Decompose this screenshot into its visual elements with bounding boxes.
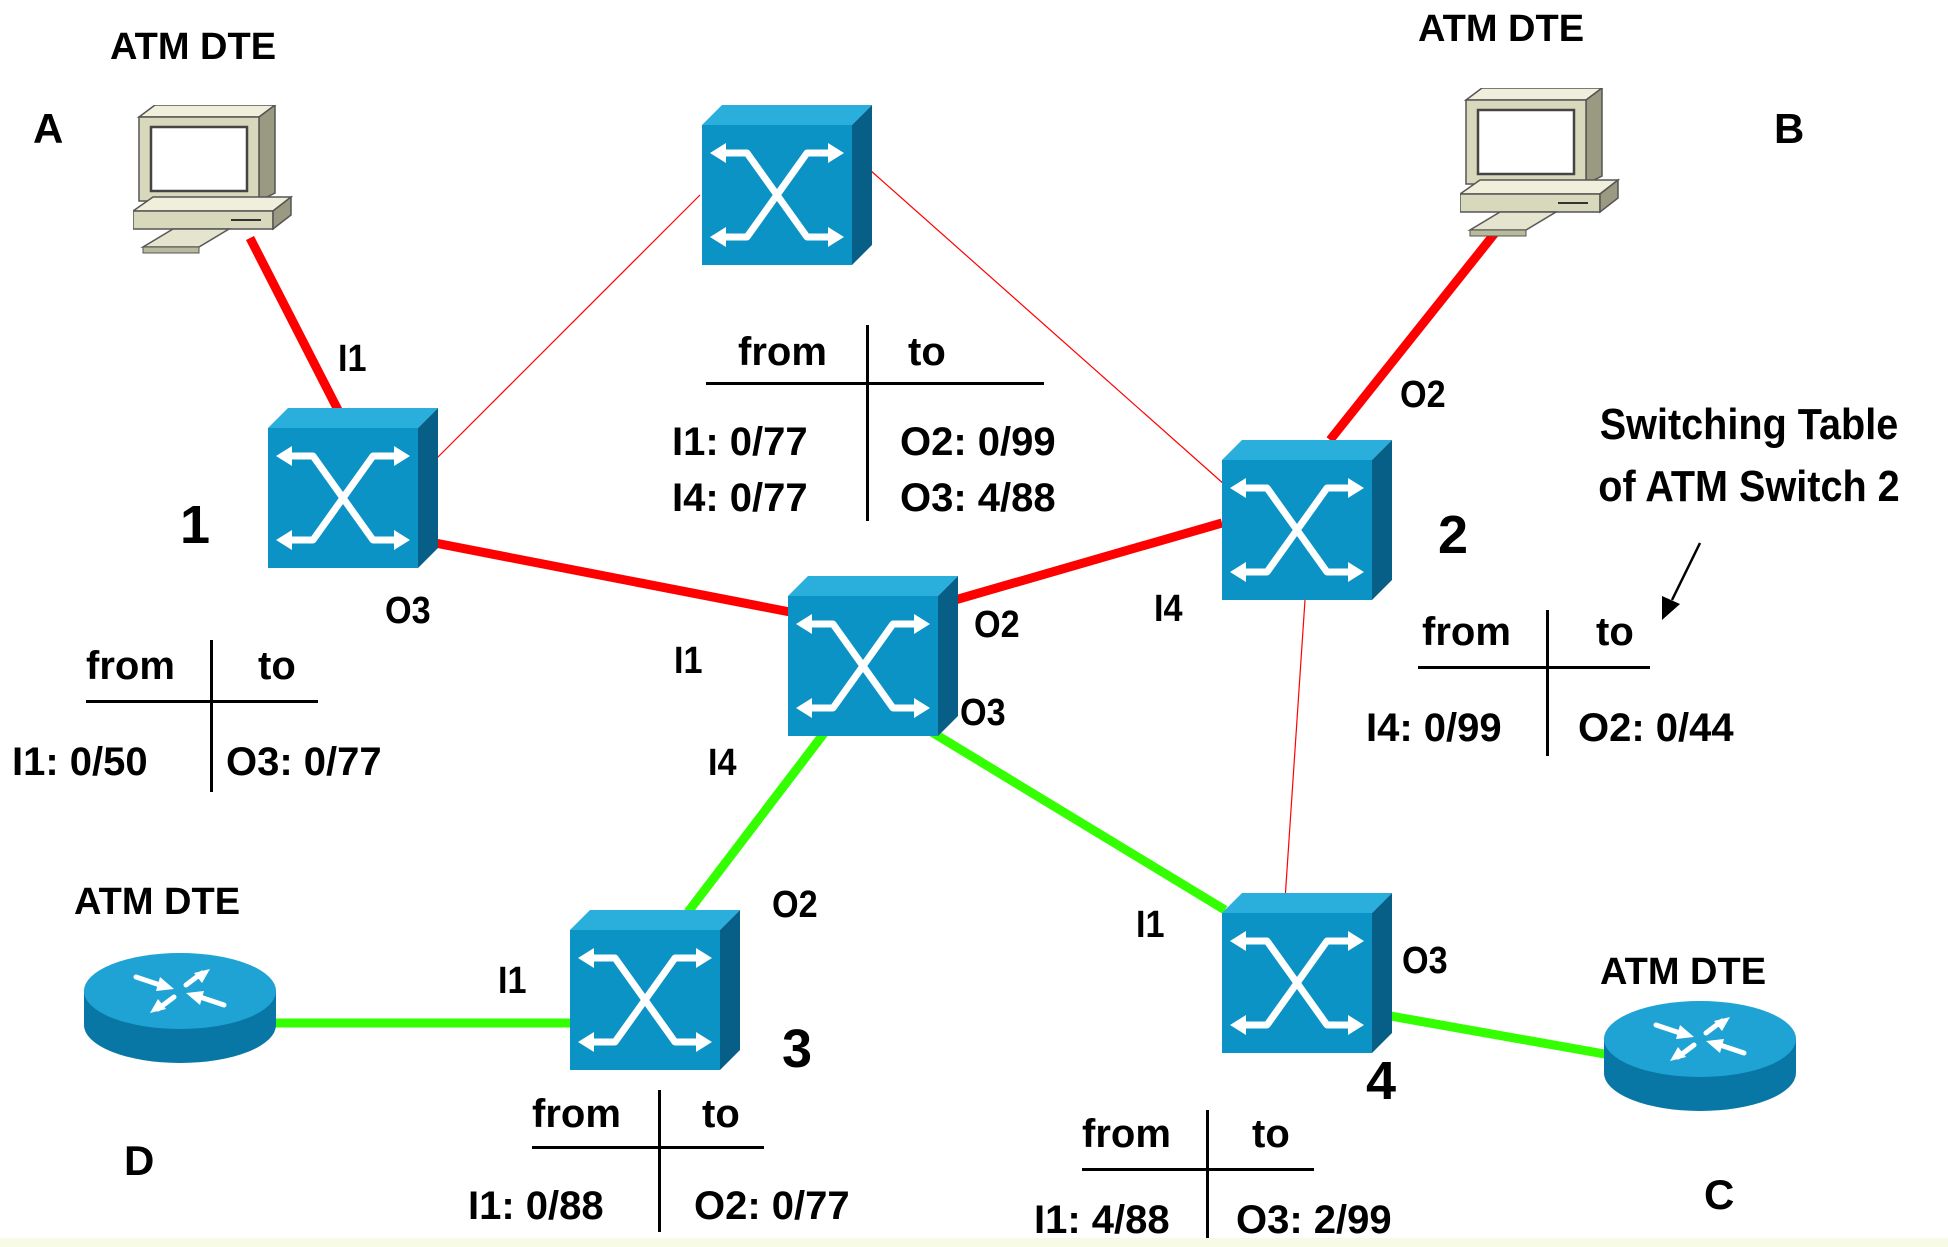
switch-4-number: 4 (1366, 1051, 1397, 1111)
table-4-row-from: I1: 4/88 (1034, 1198, 1170, 1242)
annotation-line-2: of ATM Switch 2 (1598, 462, 1900, 511)
annotation-line-1: Switching Table (1599, 400, 1899, 449)
dte-router-c (1602, 995, 1798, 1115)
table-center-row2-from: I4: 0/77 (672, 476, 808, 520)
table-1-from-header: from (86, 644, 175, 688)
green-link-3-center (684, 725, 832, 915)
port-s2-i4: I4 (1154, 588, 1183, 630)
endpoint-c-label: C (1704, 1171, 1735, 1218)
dte-computer-a (133, 105, 293, 255)
port-s2-o2: O2 (1400, 374, 1446, 416)
switch-3-number: 3 (782, 1019, 813, 1079)
dte-computer-b (1460, 88, 1620, 238)
endpoint-a-label: A (33, 105, 64, 152)
router-icon (84, 953, 276, 1063)
annotation-arrow-head (1662, 596, 1680, 620)
table-2-divider (1546, 610, 1549, 756)
table-center-to-header: to (908, 330, 946, 374)
table-center-divider (866, 325, 869, 521)
green-link-4-c (1384, 1010, 1611, 1060)
table-4-from-header: from (1082, 1112, 1171, 1156)
table-1-row-from: I1: 0/50 (12, 740, 148, 784)
red-link-2-b (1326, 230, 1499, 443)
table-2-from-header: from (1422, 610, 1511, 654)
red-link-center-2 (953, 518, 1224, 605)
atm-switch-top (702, 105, 872, 265)
table-3-header-rule (532, 1146, 764, 1149)
port-s1-i1: I1 (338, 338, 367, 380)
port-center-i4: I4 (708, 742, 737, 784)
table-1-row-to: O3: 0/77 (226, 740, 382, 784)
atm-switch-4 (1222, 893, 1392, 1053)
port-s4-i1: I1 (1136, 904, 1165, 946)
table-1-divider (210, 640, 213, 792)
table-center-from-header: from (738, 330, 827, 374)
table-2-header-rule (1418, 666, 1650, 669)
table-center-header-rule (706, 382, 1044, 385)
port-s1-o3: O3 (385, 590, 431, 632)
switch-icon (268, 408, 438, 568)
switch-icon (1222, 440, 1392, 600)
table-4-to-header: to (1252, 1112, 1290, 1156)
endpoint-d-label: D (124, 1137, 155, 1184)
switching-table-annotation: Switching Table of ATM Switch 2 (1550, 400, 1948, 520)
table-3-row-from: I1: 0/88 (468, 1184, 604, 1228)
table-3-from-header: from (532, 1092, 621, 1136)
table-center-row1-from: I1: 0/77 (672, 420, 808, 464)
table-center-row1-to: O2: 0/99 (900, 420, 1056, 464)
table-1-header-rule (86, 700, 318, 703)
computer-icon (133, 105, 293, 254)
endpoint-b-label: B (1774, 105, 1805, 152)
atm-switch-center (788, 576, 958, 736)
dte-d-title: ATM DTE (74, 881, 241, 923)
port-s4-o3: O3 (1402, 940, 1448, 982)
table-center-row2-to: O3: 4/88 (900, 476, 1056, 520)
port-s3-i1: I1 (498, 960, 527, 1002)
red-link-1-center (429, 537, 791, 617)
table-4-divider (1206, 1110, 1209, 1247)
dte-a-title: ATM DTE (110, 26, 277, 68)
annotation-arrow-line (1670, 542, 1702, 601)
port-center-o2: O2 (974, 604, 1020, 646)
thin-link-1-top (429, 194, 701, 466)
green-link-center-4 (922, 724, 1228, 914)
port-s3-o2: O2 (772, 884, 818, 926)
table-4-row-to: O3: 2/99 (1236, 1198, 1392, 1242)
table-4-header-rule (1082, 1168, 1314, 1171)
table-2-row-to: O2: 0/44 (1578, 706, 1734, 750)
computer-icon (1460, 88, 1620, 237)
router-icon (1604, 1001, 1796, 1111)
port-center-o3: O3 (960, 692, 1006, 734)
switch-icon (702, 105, 872, 265)
dte-router-d (82, 947, 278, 1067)
red-link-a-1 (245, 235, 343, 413)
dte-c-title: ATM DTE (1600, 951, 1767, 993)
table-1-to-header: to (258, 644, 296, 688)
switch-1-number: 1 (180, 495, 211, 555)
table-3-row-to: O2: 0/77 (694, 1184, 850, 1228)
switch-icon (788, 576, 958, 736)
switch-icon (1222, 893, 1392, 1053)
table-2-row-from: I4: 0/99 (1366, 706, 1502, 750)
thin-link-top-2 (869, 169, 1226, 486)
table-3-divider (658, 1090, 661, 1232)
atm-switch-2 (1222, 440, 1392, 600)
table-2-to-header: to (1596, 610, 1634, 654)
thin-link-2-4 (1284, 599, 1306, 901)
switch-2-number: 2 (1438, 505, 1469, 565)
atm-switch-1 (268, 408, 438, 568)
port-center-i1: I1 (674, 640, 703, 682)
slide-footer-band (0, 1238, 1948, 1247)
switch-icon (570, 910, 740, 1070)
atm-switch-3 (570, 910, 740, 1070)
dte-b-title: ATM DTE (1418, 8, 1585, 50)
table-3-to-header: to (702, 1092, 740, 1136)
